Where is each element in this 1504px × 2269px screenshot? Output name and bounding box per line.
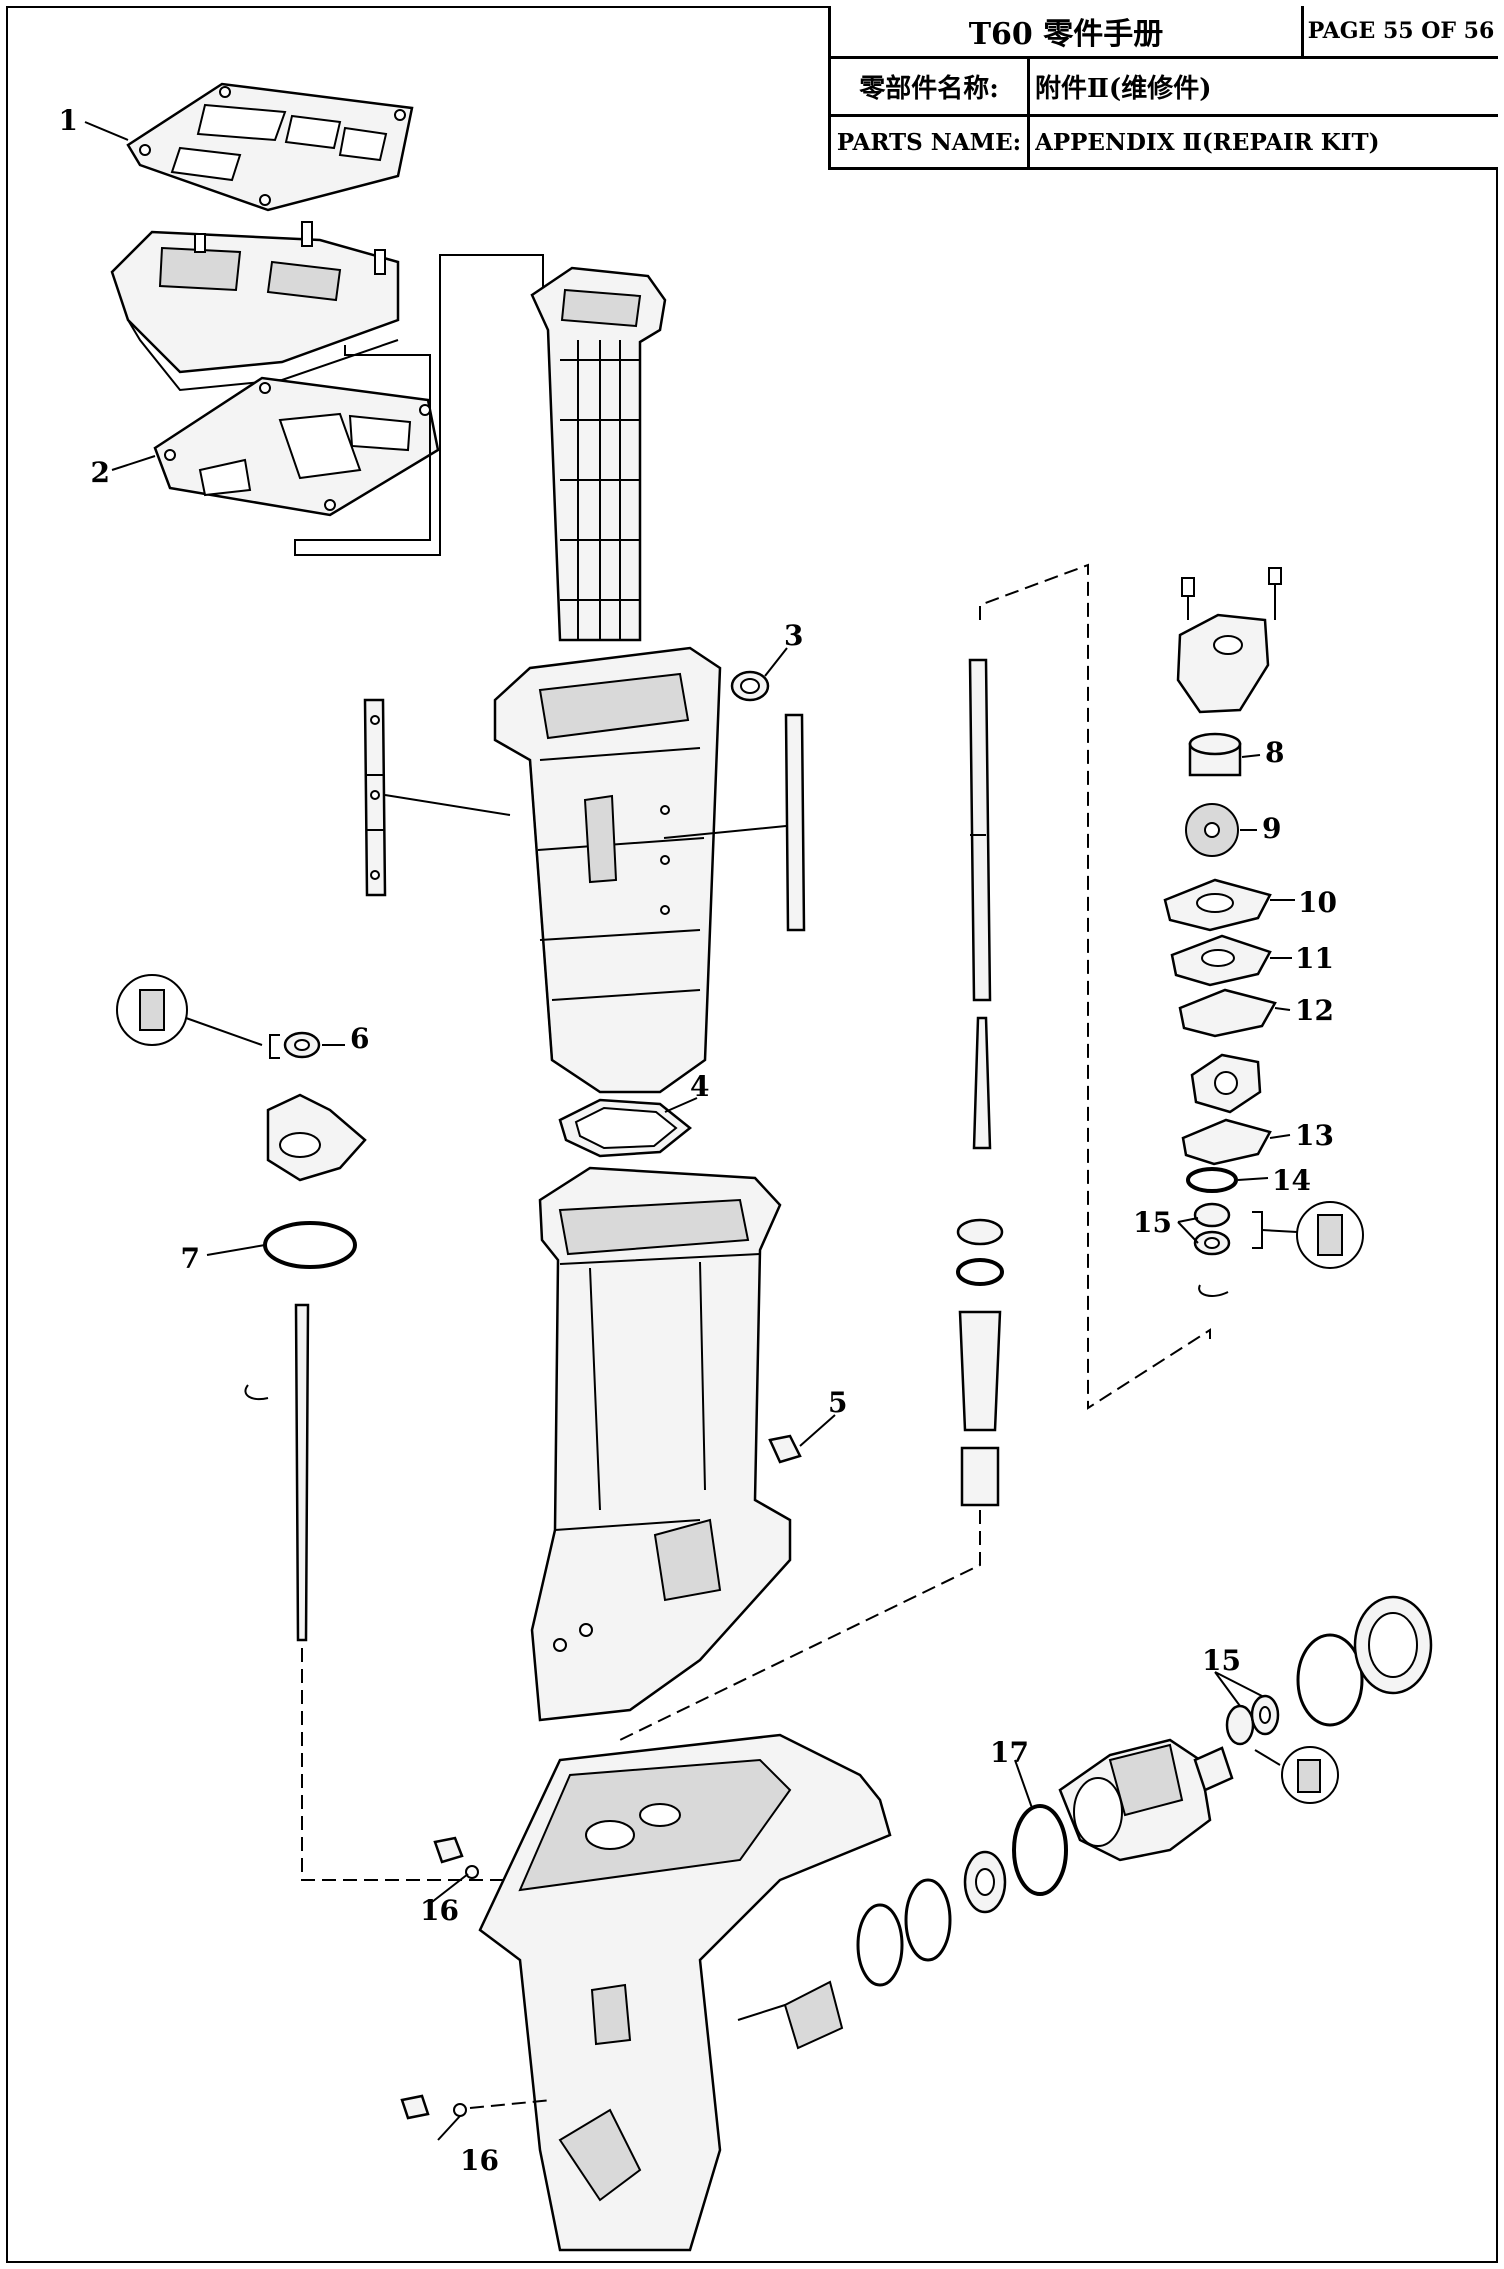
callout-5: 5 [828,1386,847,1419]
prop-shaft-rings [856,1850,1007,1987]
shift-rod [244,1303,310,1642]
pump-liner [1188,732,1242,777]
callout-4: 4 [690,1070,709,1103]
callout-13: 13 [1295,1119,1334,1152]
prop-shaft-rings-outer [1296,1595,1433,1727]
callout-15-upper: 15 [1133,1206,1172,1239]
callout-12: 12 [1295,994,1334,1027]
pinion-gear [737,1980,844,2050]
callout-8: 8 [1265,736,1284,769]
water-pump-housing [1176,567,1282,714]
parts-name-cn-label: 零部件名称: [859,74,999,104]
o-ring-17 [1012,1804,1068,1896]
parts-name-cn-value: 附件Ⅱ(维修件) [1035,74,1212,104]
o-ring-14 [1186,1167,1238,1193]
pump-gasket-10 [1163,878,1272,932]
pump-cartridge [1190,1053,1262,1114]
oil-seal-pair-upper [1193,1202,1263,1256]
shift-bushing [269,1031,321,1059]
page-label: PAGE 55 OF 56 [1307,18,1495,44]
drive-shaft [968,658,992,1150]
callout-10: 10 [1298,886,1337,919]
grommet [730,670,770,702]
callout-3: 3 [784,619,803,652]
callout-1: 1 [59,104,78,137]
grease-icon-upper [116,974,263,1046]
callout-14: 14 [1272,1164,1311,1197]
impeller [1185,803,1239,857]
drain-screw-lower [400,2094,467,2120]
pump-gasket-12 [1178,988,1277,1038]
model-title: T60 零件手册 [968,17,1164,52]
exhaust-plate [110,221,400,392]
gearcase [478,1733,892,2252]
parts-name-en-label: PARTS NAME: [836,128,1022,156]
callout-15-lower: 15 [1202,1644,1241,1677]
callout-9: 9 [1262,812,1281,845]
driveshaft-housing [530,1166,792,1722]
drive-shaft-bushings [956,1218,1004,1507]
callout-16-upper: 16 [420,1894,459,1927]
mount-plate-left [363,698,387,897]
exhaust-tube [530,266,667,642]
grease-icon-right [1261,1201,1364,1269]
grease-icon-lower [1281,1746,1339,1804]
callout-16-lower: 16 [460,2144,499,2177]
o-ring-shift [263,1221,357,1269]
title-block: T60 零件手册 PAGE 55 OF 56 零部件名称: 附件Ⅱ(维修件) P… [828,6,1498,170]
pump-gasket-13 [1181,1118,1272,1166]
upper-casing [493,646,722,1094]
casing-seal [558,1098,693,1158]
needle-bearing [1193,1746,1234,1792]
shift-rod-housing [266,1093,367,1182]
gasket-lower [153,376,440,517]
pump-plate-11 [1170,934,1272,987]
parts-name-en-value: APPENDIX Ⅱ(REPAIR KIT) [1035,128,1380,156]
callout-7: 7 [181,1242,200,1275]
oil-seal-pair-lower [1225,1694,1281,1766]
gasket-upper [126,82,414,212]
bearing-housing [1058,1738,1212,1862]
callout-6: 6 [350,1022,369,1055]
drawing-frame [6,6,1498,2263]
callout-17: 17 [990,1736,1029,1769]
drain-screw-upper [433,1836,479,1879]
callout-2: 2 [91,456,110,489]
housing-bolt [768,1434,802,1464]
callout-11: 11 [1295,942,1334,975]
mount-plate-right [784,713,806,932]
